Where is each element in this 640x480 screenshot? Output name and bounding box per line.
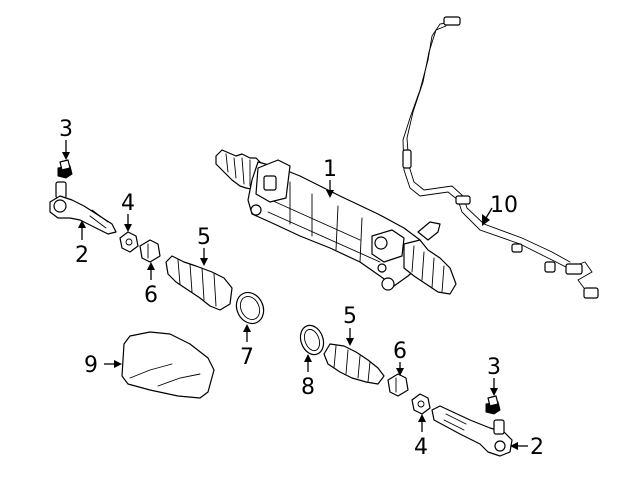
callout-5-right: 5	[343, 304, 357, 329]
part-5-boot-right	[323, 343, 385, 385]
callout-1: 1	[323, 157, 337, 182]
callout-7: 7	[240, 345, 254, 370]
part-7-clamp-ring	[235, 291, 265, 325]
part-8-clamp-ring	[299, 324, 325, 356]
callout-4-right: 4	[414, 435, 428, 460]
part-6-clamp-right	[387, 373, 409, 397]
part-1-steering-rack	[215, 149, 457, 295]
leader-lines	[62, 140, 528, 450]
part-10-wire-harness	[402, 16, 599, 299]
part-5-boot-left	[165, 255, 233, 311]
part-2-tie-rod-end-right	[431, 405, 513, 457]
callout-5-left: 5	[197, 225, 211, 250]
callout-9: 9	[84, 353, 98, 378]
part-4-jam-nut-right	[411, 393, 431, 415]
callout-10: 10	[490, 193, 518, 218]
part-6-clamp-left	[139, 239, 161, 263]
callout-4-left: 4	[121, 191, 135, 216]
part-9-heat-shield	[121, 331, 215, 399]
callout-8: 8	[301, 375, 315, 400]
callout-2-left: 2	[75, 243, 89, 268]
callout-3-left: 3	[59, 117, 73, 142]
callout-6-left: 6	[144, 283, 158, 308]
part-3-nut-left	[57, 159, 73, 179]
callout-3-right: 3	[487, 355, 501, 380]
part-4-jam-nut-left	[119, 231, 139, 253]
callout-2-right: 2	[530, 435, 544, 460]
part-2-tie-rod-end-left	[49, 181, 117, 235]
callout-6-right: 6	[393, 339, 407, 364]
part-3-nut-right	[485, 395, 501, 415]
